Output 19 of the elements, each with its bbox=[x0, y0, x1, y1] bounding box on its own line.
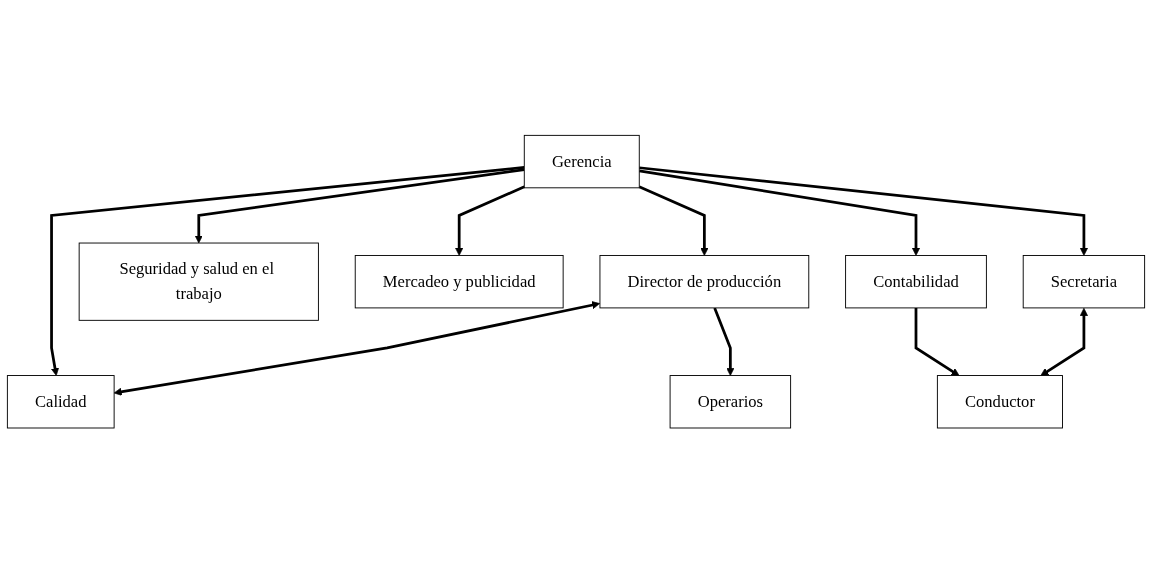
arrow bbox=[194, 168, 525, 244]
arrow bbox=[914, 307, 960, 376]
arrow bbox=[1040, 307, 1088, 376]
node-box: Calidad bbox=[6, 374, 115, 429]
arrow bbox=[638, 185, 709, 256]
node-box: Seguridad y salud en el trabajo bbox=[78, 242, 319, 321]
node-box: Operarios bbox=[669, 374, 792, 429]
arrow bbox=[455, 185, 525, 256]
arrow bbox=[639, 166, 1088, 256]
node-box: Director de producción bbox=[599, 254, 810, 309]
node-box: Contabilidad bbox=[845, 254, 987, 309]
arrow bbox=[713, 307, 735, 376]
arrow bbox=[113, 300, 600, 396]
node-box: Mercadeo y publicidad bbox=[354, 254, 564, 309]
node-box: Gerencia bbox=[523, 134, 640, 189]
node-box: Secretaria bbox=[1022, 254, 1146, 309]
arrow bbox=[50, 165, 525, 376]
arrow bbox=[639, 169, 921, 256]
node-box: Conductor bbox=[936, 374, 1063, 429]
